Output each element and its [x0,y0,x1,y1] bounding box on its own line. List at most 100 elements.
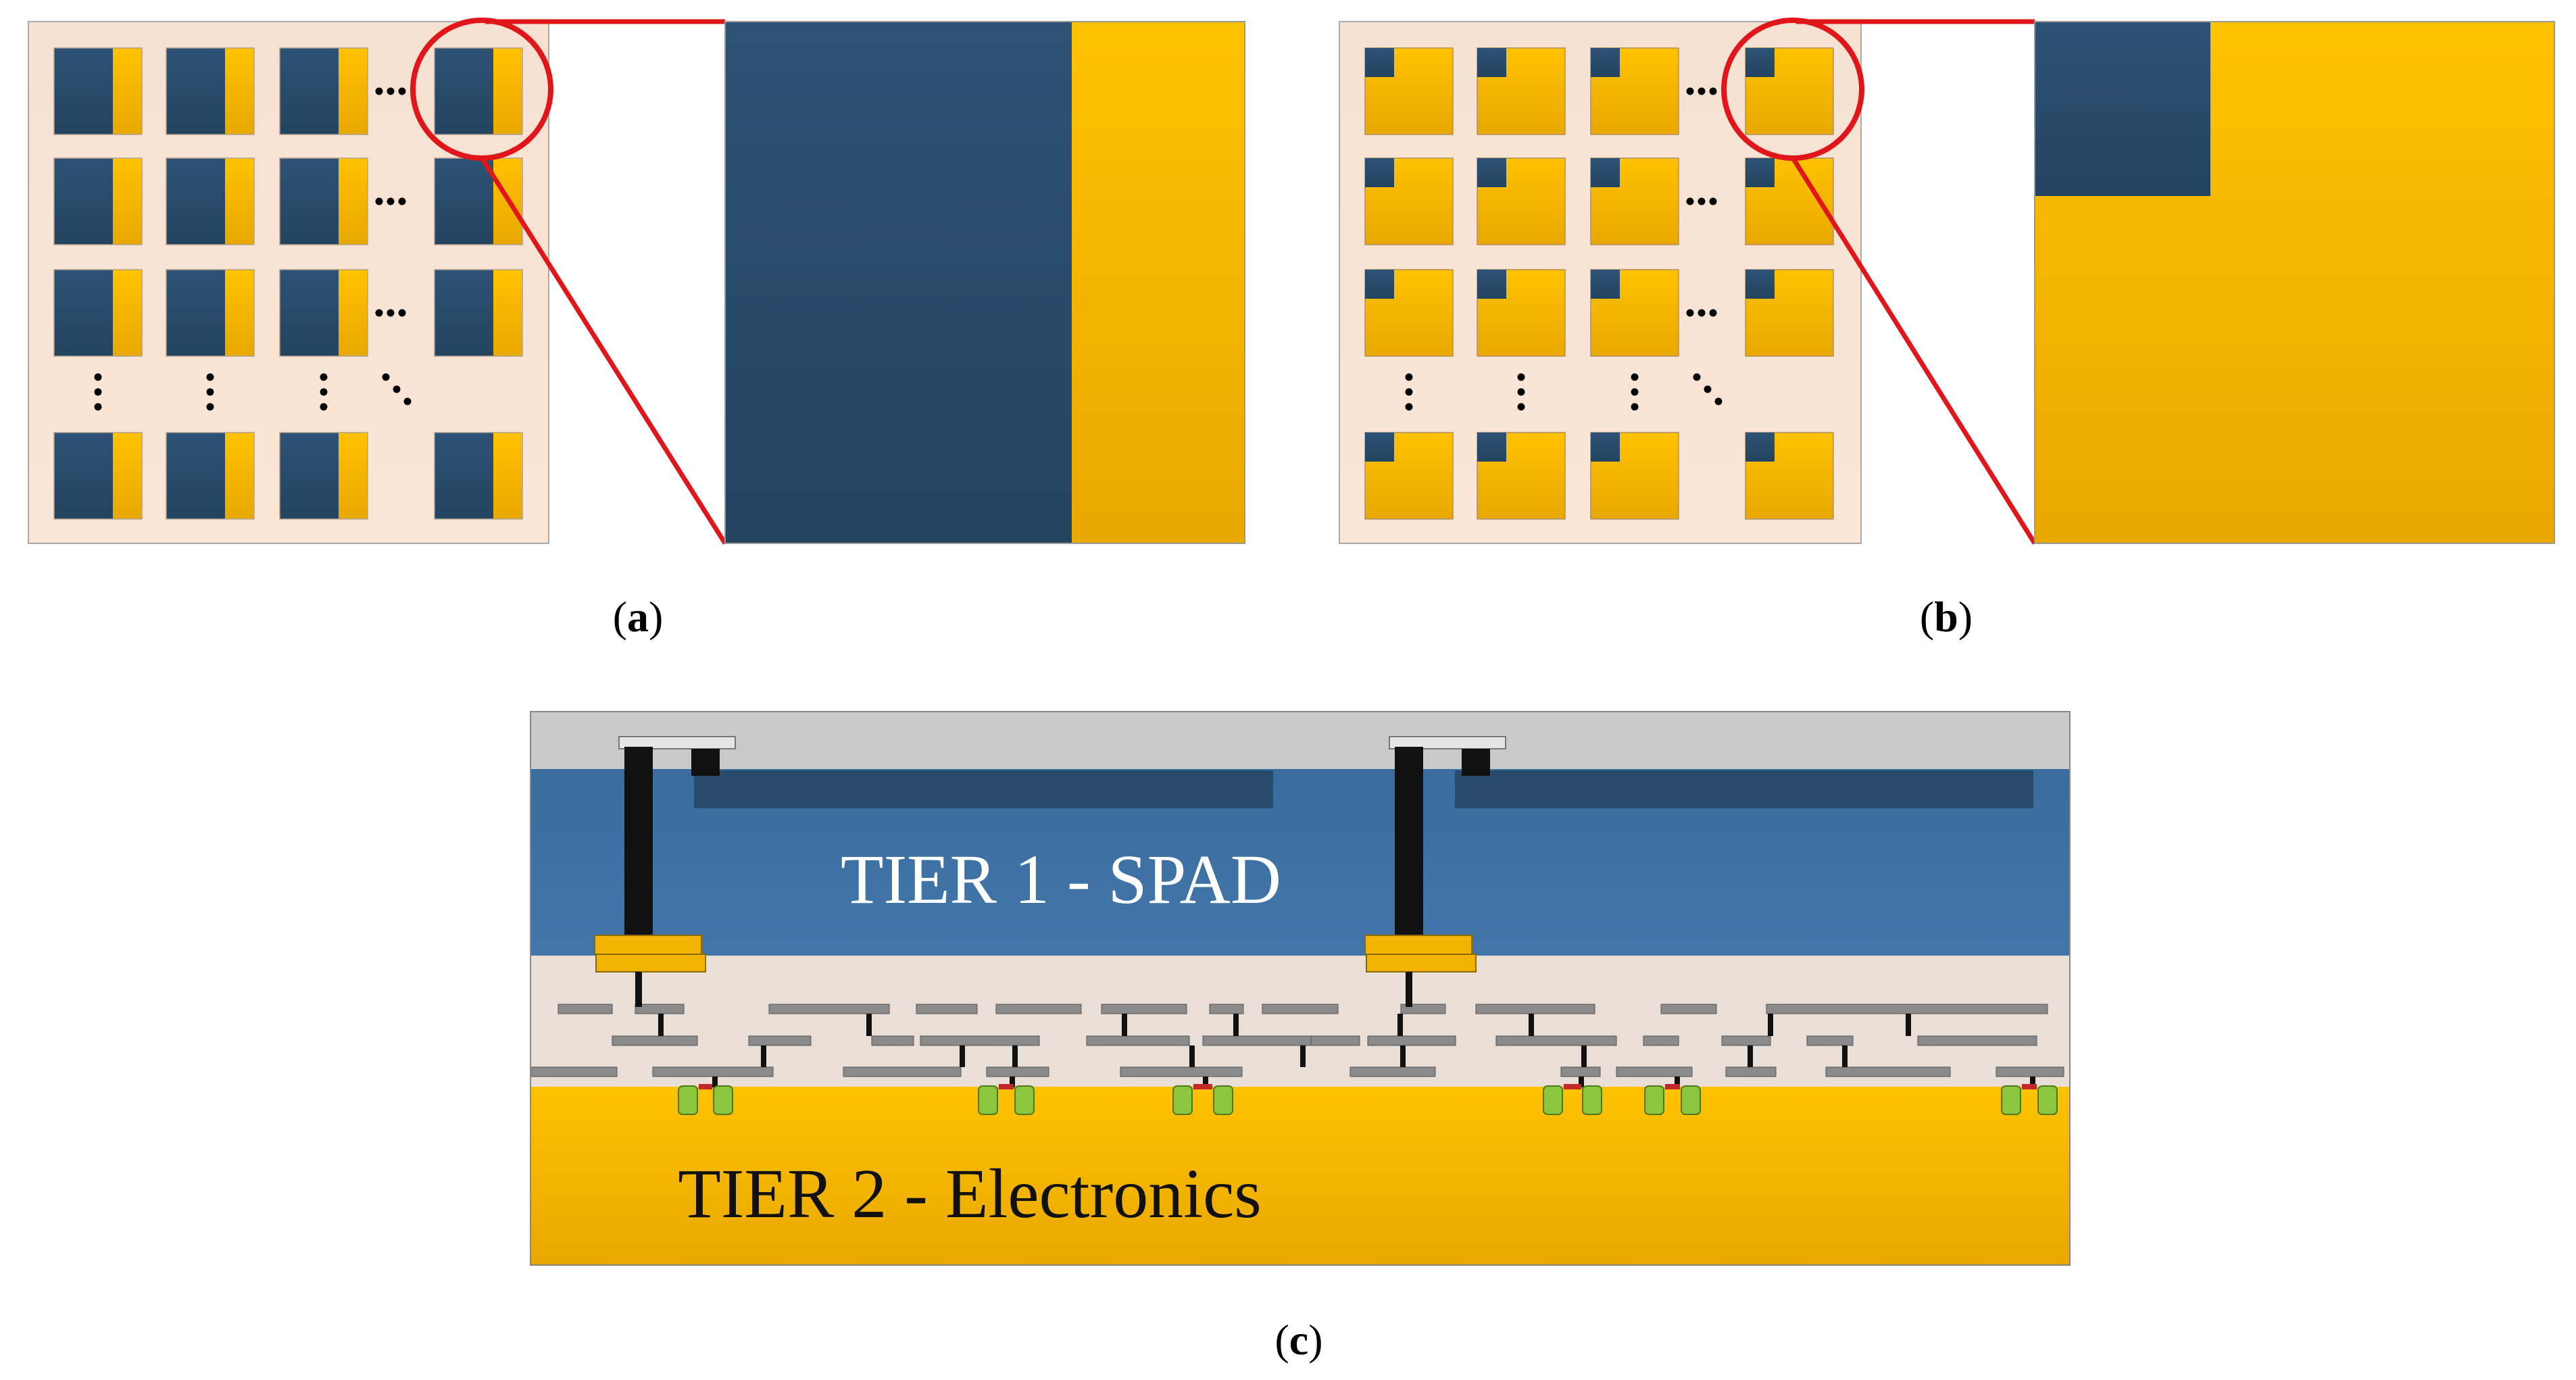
panel-c-caption: (c) [1274,1316,1322,1364]
panel-b-zoom-line-bottom [1790,155,2037,545]
pixel-cell [166,47,255,135]
drain-implant [1014,1085,1035,1115]
pixel-electronics-area [113,48,142,134]
ellipsis-dot [206,373,214,381]
metal-line-m1 [1825,1066,1951,1077]
beol-metal-routing [530,1004,2064,1087]
bonding-pad-lower [595,954,706,972]
metal-line-m3 [916,1004,978,1014]
pixel-cell [53,269,143,357]
ellipsis-dot [375,87,383,95]
metal-line-m3 [635,1004,685,1014]
panel-a-zoom-electronics-area [1072,22,1245,543]
ellipsis-dot [387,309,395,317]
panel-b-zoomed-pixel [2034,21,2555,544]
metal-line-m1 [1725,1066,1777,1077]
pixel-cell [1590,47,1679,135]
pixel-cell [434,47,523,135]
metal-line-m2 [1086,1035,1190,1046]
ellipsis-dot [375,197,383,205]
pixel-spad-area [54,433,113,519]
ellipsis-dot [1405,403,1413,411]
contact-via [712,1077,718,1087]
panel-b-zoom-spad-area [2035,22,2210,196]
pixel-spad-area [280,48,339,134]
ellipsis-dot [1686,309,1694,317]
drain-implant [1213,1085,1233,1115]
pixel-spad-area [166,158,225,245]
pixel-spad-area [435,270,493,356]
pixel-spad-area [166,433,225,519]
ellipsis-dot [1517,388,1525,396]
pixel-spad-area [1477,270,1506,299]
pixel-electronics-area [339,270,368,356]
pixel-electronics-area [225,433,254,519]
metal-line-m3 [1101,1004,1187,1014]
metal-line-m1 [986,1066,1049,1077]
pixel-cell [279,432,368,520]
pixel-spad-area [1745,158,1775,187]
pixel-spad-area [1477,158,1506,187]
metal-line-m3 [1262,1004,1339,1014]
pixel-spad-area [54,158,113,245]
ellipsis-dot [1631,373,1639,381]
metal-line-m2 [612,1035,698,1046]
panel-b-caption: (b) [1920,593,1973,641]
metal-line-m1 [1616,1066,1693,1077]
source-implant [978,1085,998,1115]
via [1012,1045,1018,1067]
pixel-electronics-area [339,158,368,245]
pixel-cell [1477,432,1566,520]
pixel-spad-area [1365,270,1394,299]
via [960,1045,965,1067]
ellipsis-dot [94,373,102,381]
ellipsis-dot [387,197,395,205]
pixel-spad-area [166,270,225,356]
metal-line-m3 [558,1004,613,1014]
pixel-spad-area [1365,158,1394,187]
ellipsis-dot [1631,403,1639,411]
ellipsis-dot [320,388,328,396]
tsv-pillar [1395,747,1423,937]
ellipsis-dot [206,403,214,411]
panel-a-ellipsis-dots [94,87,412,411]
source-implant [1644,1085,1664,1115]
spad-active-region-1 [694,770,1273,808]
via [1233,1014,1239,1036]
pixel-cell [1477,47,1566,135]
pixel-cell [434,269,523,357]
via [866,1014,872,1036]
metal-line-m2 [1643,1035,1679,1046]
metal-line-m2 [1495,1035,1617,1046]
pixel-spad-area [166,48,225,134]
panel-b-zoom-circle [1721,18,1864,161]
pixel-cell [53,157,143,245]
panel-a-zoom-line-bottom [479,155,727,545]
via [1581,1045,1587,1067]
panel-a-zoomed-pixel [724,21,1245,544]
gate-electrode [699,1084,712,1089]
metal-line-m1 [1560,1066,1601,1077]
ellipsis-dot [94,388,102,396]
pixel-cell [1364,47,1454,135]
tsv-pillar [624,747,653,937]
pixel-cell [166,269,255,357]
pixel-spad-area [1477,433,1506,462]
ellipsis-dot [403,397,412,405]
metal-line-m3 [995,1004,1082,1014]
ellipsis-dot [206,388,214,396]
pixel-cell [1364,157,1454,245]
through-silicon-vias [594,736,1506,1007]
metal-line-m3 [1475,1004,1595,1014]
pixel-electronics-area [493,270,522,356]
top-contact-plug [1462,749,1490,776]
via [1189,1045,1195,1067]
via [1122,1014,1127,1036]
pixel-cell [53,432,143,520]
panel-b-pixel-grid [1364,47,1834,520]
metal-line-m1 [530,1066,618,1077]
pixel-spad-area [435,433,493,519]
pixel-cell [1745,47,1834,135]
pixel-spad-area [54,48,113,134]
